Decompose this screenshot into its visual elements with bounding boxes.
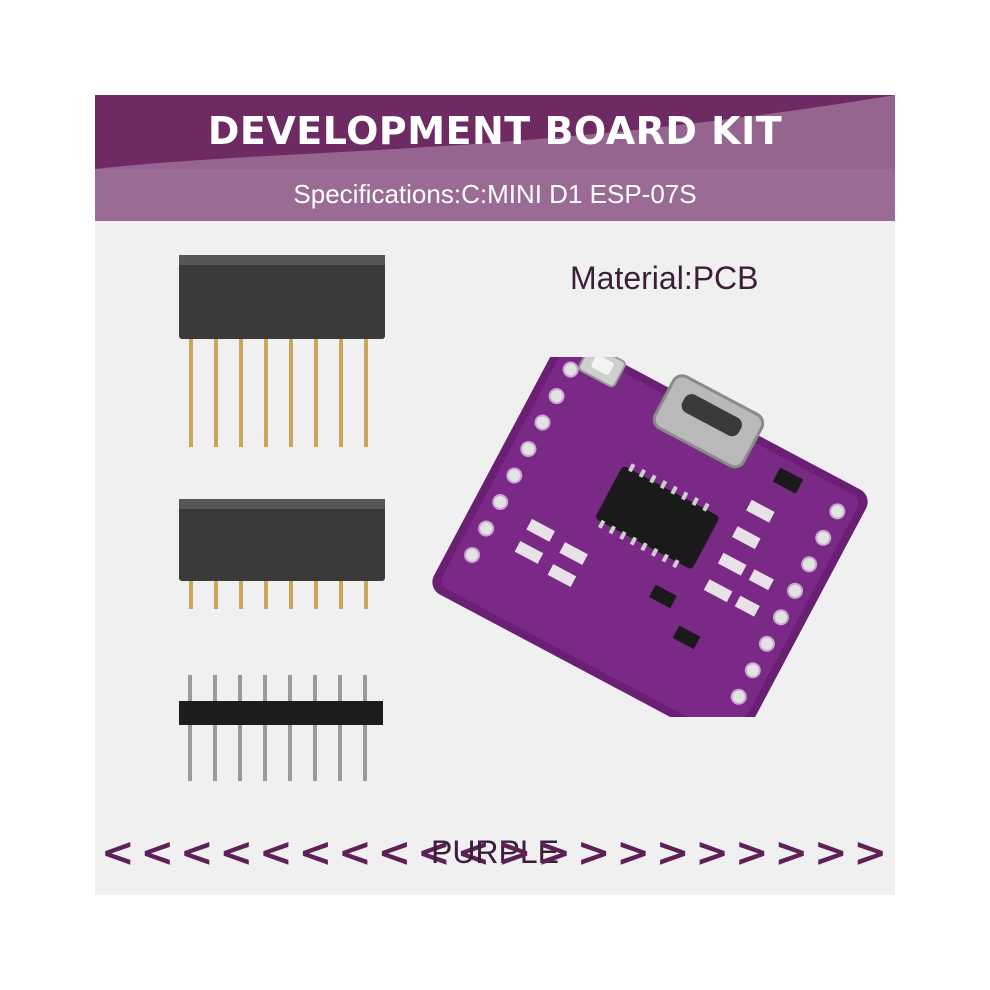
male-header (179, 675, 383, 781)
page-title: DEVELOPMENT BOARD KIT (207, 109, 783, 153)
material-label: Material:PCB (570, 260, 759, 296)
spec-text: Specifications:C:MINI D1 ESP-07S (293, 179, 697, 209)
banner-wave-decoration (95, 95, 895, 221)
color-label: PURPLE (430, 834, 560, 870)
color-row: <<<<<<<<<< PURPLE >>>>>>>>>> (95, 830, 895, 884)
chevrons-right: >>>>>>>>>> (497, 830, 893, 876)
female-header-long (179, 255, 385, 447)
d1-mini-board (432, 357, 868, 717)
product-card: DEVELOPMENT BOARD KIT Specifications:C:M… (95, 95, 895, 895)
female-header-short (179, 499, 385, 609)
chevrons-left: <<<<<<<<<< (101, 830, 497, 876)
